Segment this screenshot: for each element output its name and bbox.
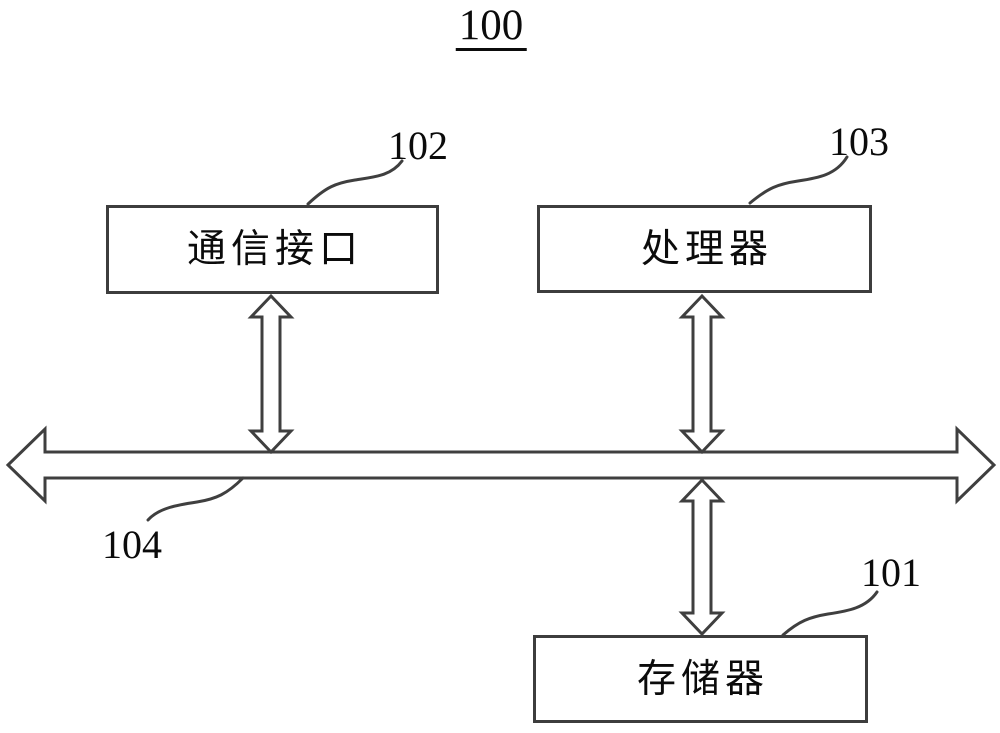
- block-communication-interface: 通信接口: [106, 205, 439, 294]
- block-processor: 处理器: [537, 205, 872, 293]
- figure-title: 100: [455, 4, 527, 51]
- memory-bus-double-arrow: [678, 477, 726, 637]
- block-label-memory: 存储器: [636, 657, 769, 701]
- block-label-communication-interface: 通信接口: [186, 228, 363, 271]
- leader-line-104: [146, 476, 245, 522]
- processor-bus-double-arrow: [678, 293, 726, 455]
- block-memory: 存储器: [533, 635, 868, 723]
- bus-double-arrow: [5, 425, 997, 505]
- ref-label-processor: 103: [829, 119, 889, 164]
- block-label-processor: 处理器: [640, 227, 773, 271]
- ref-label-bus: 104: [102, 522, 162, 567]
- ref-label-communication-interface: 102: [388, 123, 448, 168]
- ref-label-memory: 101: [861, 550, 921, 595]
- leader-line-103: [748, 155, 849, 205]
- leader-line-102: [306, 159, 404, 206]
- comm-bus-double-arrow: [247, 293, 295, 455]
- leader-line-101: [781, 590, 879, 637]
